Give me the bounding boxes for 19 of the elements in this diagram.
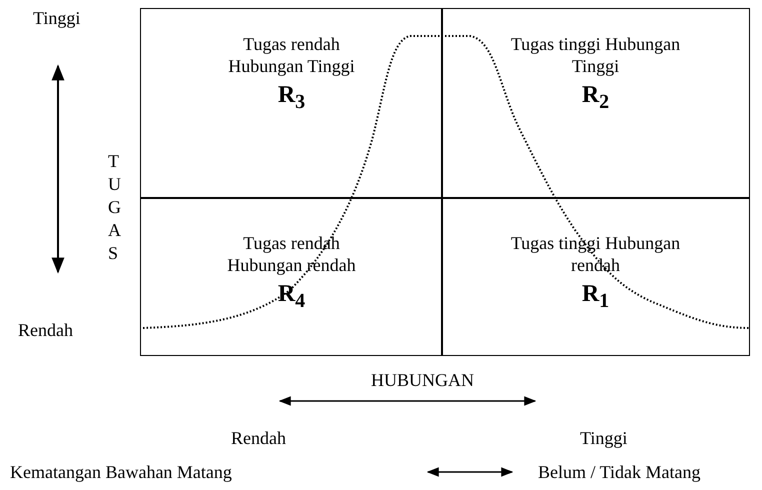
scale-label: Belum / Tidak Matang: [538, 462, 701, 482]
axis-title: HUBUNGAN: [371, 370, 474, 390]
quadrant-box: [140, 197, 443, 356]
scale-label: Kematangan Bawahan Matang: [10, 462, 232, 482]
quadrant-description: Tugas rendah Hubungan rendah: [226, 232, 357, 276]
quadrant-box: [441, 197, 750, 356]
scale-end-label: Rendah: [231, 428, 286, 448]
style-code: R$_{4}$: [276, 280, 306, 314]
quadrant-description: Tugas tinggi Hubungan Tinggi: [510, 33, 680, 77]
quadrant-description: Tugas rendah Hubungan Tinggi: [227, 33, 356, 77]
style-code: R$_{3}$: [276, 81, 306, 115]
style-code: R$_{1}$: [580, 280, 610, 314]
axis-end-label: Tinggi: [33, 8, 80, 28]
quadrant-description: Tugas tinggi Hubungan rendah: [510, 232, 680, 276]
quadrant-box: [441, 8, 750, 199]
quadrant-box: [140, 8, 443, 199]
axis-end-label: Rendah: [18, 320, 73, 340]
scale-end-label: Tinggi: [580, 428, 628, 448]
style-code: R$_{2}$: [580, 81, 610, 115]
